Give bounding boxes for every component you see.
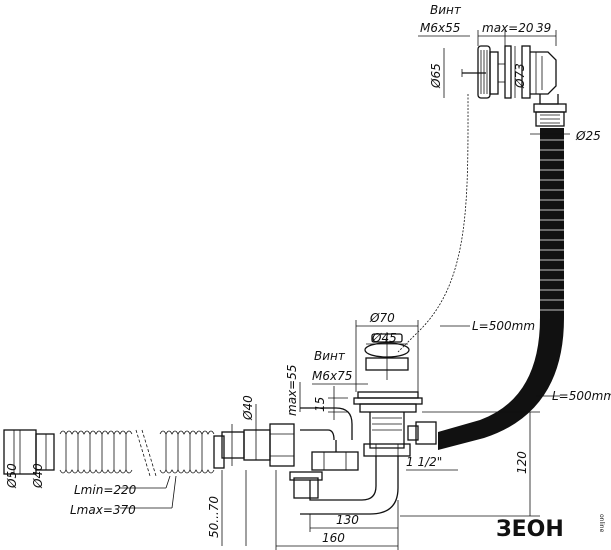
chain — [397, 93, 469, 353]
dimension-lines — [19, 30, 570, 550]
flex-pipe — [3, 429, 225, 477]
center-drain — [353, 332, 437, 457]
label-d65: Ø65 — [429, 63, 443, 89]
label-max55: max=55 — [285, 365, 299, 416]
label-d40-left: Ø40 — [31, 463, 45, 489]
label-m6x75: M6x75 — [312, 369, 352, 383]
label-39: 39 — [536, 21, 551, 35]
dimension-labels: Винт M6x55 max=20 39 Ø65 Ø73 Ø25 L=500mm… — [5, 3, 611, 545]
label-l500-hose: L=500mm — [552, 389, 611, 403]
label-120: 120 — [515, 451, 529, 474]
label-vint-mid: Винт — [314, 349, 346, 363]
label-d45: Ø45 — [371, 331, 397, 345]
logo-small: online — [598, 514, 605, 533]
label-thread: 1 1/2" — [406, 455, 442, 469]
label-l500-chain: L=500mm — [472, 319, 535, 333]
outlet-pipe — [221, 423, 295, 467]
label-d70: Ø70 — [369, 311, 395, 325]
overflow-assembly — [461, 45, 567, 127]
overflow-hose — [438, 128, 564, 450]
label-d50: Ø50 — [5, 463, 19, 489]
label-lmax: Lmax=370 — [70, 503, 136, 517]
label-vint-top: Винт — [430, 3, 462, 17]
brand-logo: ЗЕОН online — [496, 514, 605, 542]
label-130: 130 — [336, 513, 359, 527]
label-lmin: Lmin=220 — [74, 483, 137, 497]
label-m6x55: M6x55 — [420, 21, 460, 35]
logo-text: ЗЕОН — [496, 517, 564, 542]
label-15: 15 — [313, 397, 327, 412]
label-max20: max=20 — [482, 21, 534, 35]
label-d25: Ø25 — [575, 129, 601, 143]
label-50-70: 50...70 — [207, 496, 221, 538]
label-d73: Ø73 — [513, 63, 527, 89]
label-160: 160 — [322, 531, 345, 545]
label-d40-pipe: Ø40 — [241, 395, 255, 421]
